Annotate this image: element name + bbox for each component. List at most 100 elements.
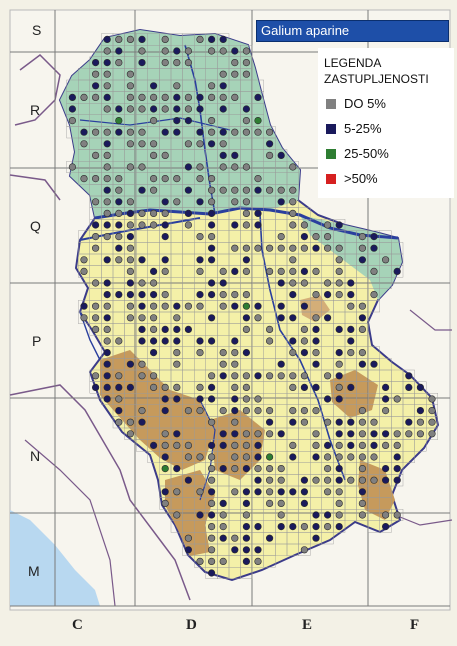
occurrence-dot: [324, 418, 332, 426]
occurrence-dot: [242, 349, 250, 357]
occurrence-dot: [254, 175, 262, 183]
occurrence-dot: [231, 93, 239, 101]
occurrence-dot: [231, 360, 239, 368]
occurrence-dot: [358, 488, 367, 496]
occurrence-dot: [184, 302, 192, 310]
occurrence-dot: [161, 499, 169, 508]
neighbour-border: [14, 54, 61, 126]
occurrence-dot: [231, 418, 239, 426]
occurrence-dot: [242, 453, 250, 461]
occurrence-dot: [416, 383, 425, 392]
occurrence-dot: [382, 395, 390, 403]
occurrence-dot: [335, 279, 343, 287]
occurrence-dot: [347, 476, 355, 484]
occurrence-dot: [126, 279, 134, 287]
occurrence-dot: [208, 522, 216, 531]
occurrence-dot: [242, 499, 250, 508]
occurrence-dot: [115, 116, 123, 125]
occurrence-dot: [115, 337, 123, 345]
occurrence-dot: [289, 186, 297, 194]
occurrence-dot: [219, 557, 227, 566]
occurrence-dot: [254, 372, 262, 380]
occurrence-dot: [300, 233, 309, 241]
occurrence-dot: [289, 522, 297, 531]
morava-river: [259, 213, 346, 481]
occurrence-dot: [161, 488, 169, 496]
occurrence-dot: [393, 453, 401, 461]
occurrence-dot: [242, 209, 250, 217]
occurrence-dot: [242, 70, 250, 78]
occurrence-dots: [68, 35, 436, 577]
occurrence-dot: [347, 430, 355, 438]
occurrence-dot: [358, 476, 367, 484]
occurrence-dot: [150, 116, 158, 125]
occurrence-dot: [103, 395, 111, 403]
occurrence-dot: [219, 82, 227, 90]
occurrence-dot: [91, 325, 100, 334]
occurrence-dot: [416, 407, 425, 415]
occurrence-dot: [231, 372, 239, 380]
occurrence-dot: [126, 128, 134, 136]
occurrence-dot: [393, 476, 401, 484]
occurrence-dot: [184, 186, 192, 194]
occurrence-dot: [266, 453, 274, 461]
occurrence-dot: [103, 70, 111, 78]
occurrence-dot: [68, 105, 76, 113]
occurrence-dot: [103, 82, 111, 90]
occurrence-dot: [150, 175, 158, 183]
occurrence-dot: [208, 82, 216, 90]
occurrence-dot: [242, 256, 250, 264]
occurrence-dot: [115, 128, 123, 136]
occurrence-dot: [161, 128, 169, 136]
occurrence-dot: [208, 233, 216, 241]
occurrence-dot: [277, 499, 285, 508]
occurrence-dot: [312, 430, 320, 438]
northern-plain: [60, 30, 300, 218]
occurrence-dot: [184, 93, 192, 101]
occurrence-dot: [266, 372, 274, 380]
grid-cell: [379, 520, 392, 533]
occurrence-dot: [196, 93, 204, 101]
occurrence-dot: [173, 128, 181, 136]
occurrence-dot: [126, 267, 134, 276]
occurrence-dot: [80, 140, 88, 148]
occurrence-dot: [335, 511, 343, 519]
occurrence-dot: [103, 360, 111, 368]
occurrence-dot: [231, 488, 239, 496]
occurrence-dot: [138, 372, 146, 380]
occurrence-dot: [231, 198, 239, 206]
occurrence-dot: [173, 198, 181, 206]
occurrence-dot: [231, 267, 239, 276]
occurrence-dot: [277, 372, 285, 380]
row-label-q: Q: [30, 218, 41, 234]
occurrence-dot: [208, 291, 216, 299]
occurrence-dot: [196, 140, 204, 148]
occurrence-dot: [242, 511, 250, 519]
occurrence-dot: [254, 186, 262, 194]
occurrence-dot: [219, 441, 227, 450]
occurrence-dot: [300, 302, 309, 310]
occurrence-dot: [324, 453, 332, 461]
occurrence-dot: [358, 499, 367, 508]
occurrence-dot: [184, 476, 192, 484]
occurrence-dot: [103, 163, 111, 171]
occurrence-dot: [173, 302, 181, 310]
occurrence-dot: [405, 372, 413, 380]
occurrence-dot: [277, 360, 285, 368]
occurrence-dot: [196, 349, 204, 357]
occurrence-dot: [393, 511, 401, 519]
occurrence-dot: [173, 325, 181, 334]
occurrence-dot: [335, 383, 343, 392]
occurrence-dot: [266, 476, 274, 484]
occurrence-dot: [289, 209, 297, 217]
occurrence-dot: [196, 395, 204, 403]
occurrence-dot: [196, 233, 204, 241]
occurrence-dot: [324, 441, 332, 450]
occurrence-dot: [242, 488, 250, 496]
occurrence-dot: [184, 116, 192, 125]
occurrence-dot: [254, 557, 262, 566]
occurrence-dot: [231, 291, 239, 299]
occurrence-dot: [242, 325, 250, 334]
occurrence-dot: [416, 418, 425, 426]
occurrence-dot: [266, 488, 274, 496]
